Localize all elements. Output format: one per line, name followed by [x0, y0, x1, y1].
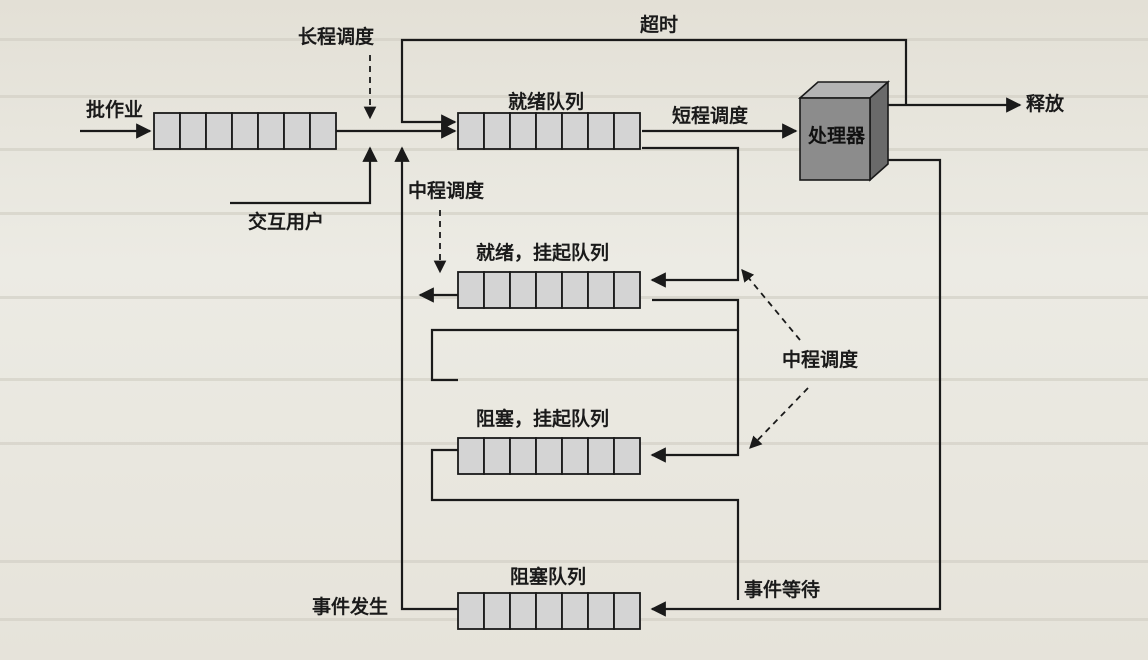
blocked-queue-label: 阻塞队列	[510, 566, 587, 588]
event-occurs-label: 事件发生	[312, 596, 389, 618]
batch-queue-cell	[283, 112, 311, 150]
blocked-suspended-queue-cell	[535, 437, 563, 475]
ready-queue	[457, 112, 641, 150]
ready-queue-cell	[535, 112, 563, 150]
blocked-queue-cell	[561, 592, 589, 630]
batch-queue-cell	[257, 112, 285, 150]
ready-suspended-queue-cell	[587, 271, 615, 309]
suspend-ready-arrow	[642, 146, 740, 288]
blocked-queue-cell	[535, 592, 563, 630]
blocked-queue	[457, 592, 641, 630]
long-term-sched-label: 长程调度	[298, 26, 375, 48]
event-wait-arrow	[650, 158, 942, 617]
background-text-line	[0, 95, 1148, 98]
blocked-queue-cell	[509, 592, 537, 630]
mid-term-sched-right-arrow-up	[741, 269, 801, 341]
mid-term-sched-top-label: 中程调度	[408, 180, 485, 202]
processor-front-face	[799, 97, 871, 181]
blocked-suspended-queue-cell	[509, 437, 537, 475]
batch-queue-cell	[309, 112, 337, 150]
ready-suspended-return	[430, 298, 740, 382]
ready-queue-cell	[457, 112, 485, 150]
ready-queue-label: 就绪队列	[508, 91, 585, 113]
ready-queue-cell	[561, 112, 589, 150]
ready-queue-cell	[613, 112, 641, 150]
ready-suspended-queue-cell	[509, 271, 537, 309]
ready-queue-cell	[509, 112, 537, 150]
blocked-suspended-queue	[457, 437, 641, 475]
ready-suspended-queue-cell	[483, 271, 511, 309]
event-wait-label: 事件等待	[744, 579, 821, 601]
timeout-label: 超时	[640, 14, 679, 36]
short-term-sched-label: 短程调度	[672, 105, 749, 127]
mid-term-sched-right-arrow-down	[749, 387, 809, 449]
batch-queue-cell	[231, 112, 259, 150]
ready-suspended-queue-cell	[457, 271, 485, 309]
event-occurs-arrow	[394, 146, 458, 611]
suspend-blocked-arrow	[650, 330, 740, 463]
batch-queue-cell	[205, 112, 233, 150]
ready-suspended-queue-cell	[613, 271, 641, 309]
processor-side-face	[869, 80, 889, 182]
timeout-arrow	[400, 38, 908, 130]
mid-term-sched-right-label: 中程调度	[782, 349, 859, 371]
blocked-suspended-out	[430, 448, 740, 600]
batch-queue-cell	[153, 112, 181, 150]
ready-suspended-queue-label: 就绪，挂起队列	[476, 242, 610, 264]
blocked-queue-cell	[587, 592, 615, 630]
ready-suspended-queue-cell	[535, 271, 563, 309]
ready-suspended-queue-cell	[561, 271, 589, 309]
ready-queue-cell	[483, 112, 511, 150]
batch-queue	[153, 112, 337, 150]
batch-jobs-label: 批作业	[86, 99, 144, 121]
blocked-suspended-queue-cell	[613, 437, 641, 475]
release-label: 释放	[1026, 93, 1065, 115]
blocked-suspended-queue-cell	[587, 437, 615, 475]
blocked-queue-cell	[613, 592, 641, 630]
interactive-users-arrow	[230, 146, 378, 205]
ready-suspended-queue	[457, 271, 641, 309]
background-text-line	[0, 378, 1148, 381]
blocked-suspended-queue-label: 阻塞，挂起队列	[476, 408, 610, 430]
processor-box	[797, 80, 891, 182]
queues-group	[153, 112, 641, 630]
ready-queue-cell	[587, 112, 615, 150]
background-text-line	[0, 560, 1148, 563]
blocked-queue-cell	[457, 592, 485, 630]
background-text-line	[0, 212, 1148, 215]
batch-queue-cell	[179, 112, 207, 150]
interactive-users-label: 交互用户	[248, 211, 325, 233]
processor-label: 处理器	[808, 125, 866, 147]
blocked-queue-cell	[483, 592, 511, 630]
blocked-suspended-queue-cell	[561, 437, 589, 475]
blocked-suspended-queue-cell	[457, 437, 485, 475]
blocked-suspended-queue-cell	[483, 437, 511, 475]
